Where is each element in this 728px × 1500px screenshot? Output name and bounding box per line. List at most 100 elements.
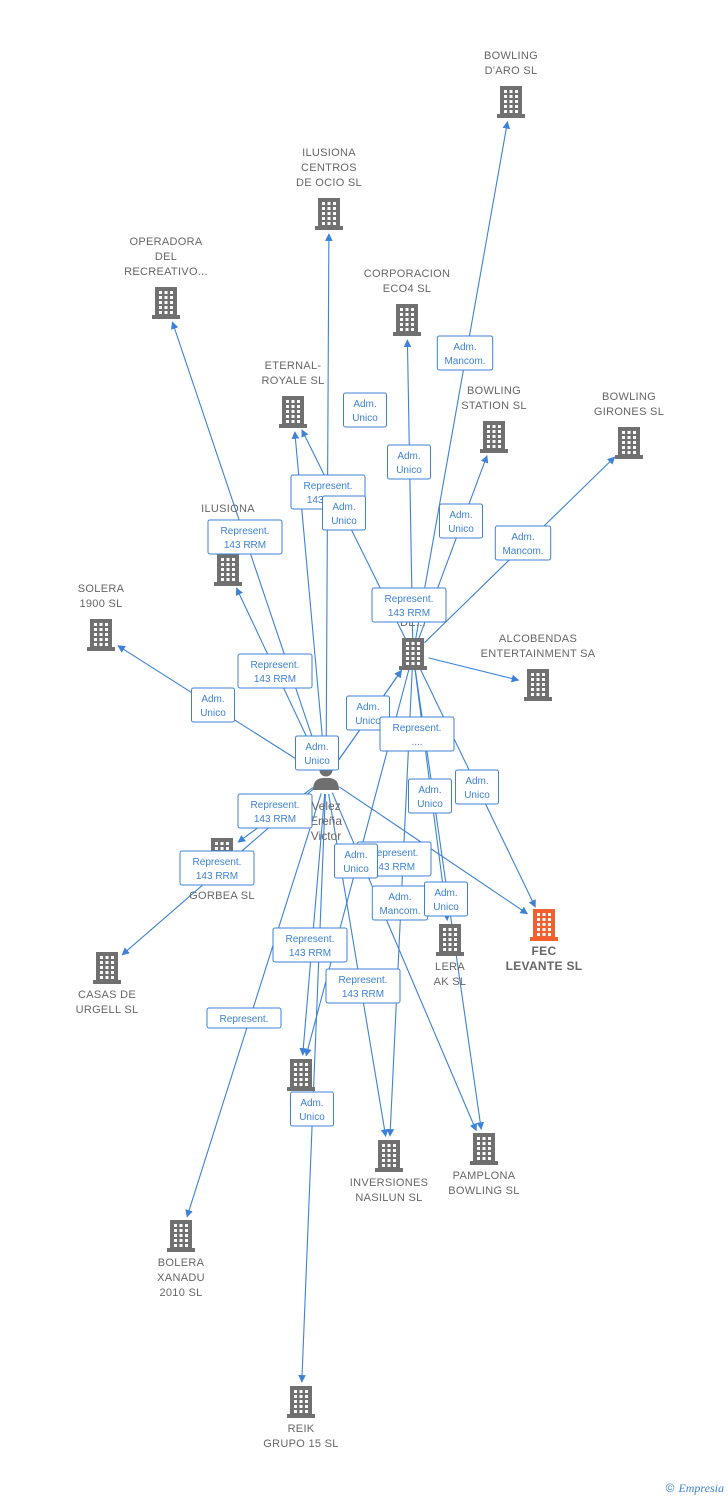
- edge-label-center_de-inversiones[interactable]: Represent.143 RRM: [325, 968, 401, 1004]
- edge-label-center_de-eternal[interactable]: Adm. Unico: [322, 495, 366, 531]
- node-label-line: BOLERA: [158, 1257, 205, 1269]
- edge-label-text: Adm.: [332, 502, 355, 513]
- node-label-line: BOWLING SL: [448, 1185, 519, 1197]
- edge-label-p-pamplona[interactable]: Adm.Mancom.: [371, 885, 429, 921]
- building-icon: [152, 287, 180, 319]
- edge-label-text: Unico: [396, 465, 422, 476]
- edge-label-p-bolera_xanadu[interactable]: Represent.: [206, 1007, 282, 1029]
- edge-label-text: Unico: [448, 524, 474, 535]
- edge-label-text: Represent.: [251, 660, 300, 671]
- edge-label-center_de-pamplona[interactable]: Adm.Unico: [424, 881, 468, 917]
- edge-label-p-casas_urgell[interactable]: Represent.143 RRM: [237, 793, 313, 829]
- building-icon: [287, 1386, 315, 1418]
- edge-label-text: Adm.: [305, 742, 328, 753]
- edge-label-text: Unico: [299, 1112, 325, 1123]
- node-label-line: URGELL SL: [76, 1004, 139, 1016]
- edge-label-text: 143 RRM: [388, 608, 430, 619]
- edge-label-text: Unico: [417, 799, 443, 810]
- node-center-de[interactable]: DE...: [399, 617, 427, 670]
- brand-logo-text[interactable]: Empresia: [678, 1481, 724, 1495]
- edge-label-center_de-bolera_ak[interactable]: Adm.Unico: [408, 778, 452, 814]
- edge-label-center_de-bowling_girones[interactable]: Adm.Mancom.: [494, 525, 552, 561]
- edge-label-center_de-fec_levante[interactable]: Adm.Unico: [455, 769, 499, 805]
- node-label-line: CENTROS: [301, 162, 357, 174]
- edge-line-center_de-bowling_daro: [415, 120, 511, 639]
- node-label-line: BOWLING: [467, 385, 521, 397]
- node-label-line: PAMPLONA: [453, 1170, 516, 1182]
- edge-label-p-center_de[interactable]: Adm.Unico: [346, 695, 390, 731]
- edge-label-text: Represent.: [193, 857, 242, 868]
- edge-label-text: 143 RRM: [373, 862, 415, 873]
- building-icon: [167, 1220, 195, 1252]
- edge-label-center_de-alcobendas[interactable]: Represent.....: [379, 716, 455, 752]
- node-pamplona[interactable]: PAMPLONA BOWLING SL: [448, 1133, 519, 1197]
- building-icon: [87, 619, 115, 651]
- building-icon: [93, 952, 121, 984]
- node-label-line: BOWLING: [484, 50, 538, 62]
- node-label-line: DEL: [155, 251, 177, 263]
- edge-label-text: Unico: [331, 516, 357, 527]
- edge-label-p-operadora[interactable]: Represent.143 RRM: [207, 519, 283, 555]
- node-label-line: REIK: [288, 1423, 315, 1435]
- person-name-line: Ereña: [310, 814, 342, 828]
- node-eternal[interactable]: ETERNAL-ROYALE SL: [261, 360, 324, 428]
- edge-label-text: Adm.: [300, 1098, 323, 1109]
- edge-label-text: Unico: [200, 708, 226, 719]
- edge-label-text: Adm.: [344, 850, 367, 861]
- edge-label-center_de-bowling_daro[interactable]: Adm.Mancom.: [436, 335, 494, 371]
- edge-label-text: Represent.: [385, 594, 434, 605]
- footer: ©Empresia: [666, 1481, 724, 1496]
- node-bowling-girones[interactable]: BOWLING GIRONES SL: [594, 391, 664, 459]
- edge-label-text: Adm.: [201, 694, 224, 705]
- edge-label-p-ilusiona_ocio[interactable]: Adm.Unico: [343, 392, 387, 428]
- node-label-line: FEC: [532, 944, 557, 958]
- edge-label-p-ilusiona_j[interactable]: Represent. 143 RRM: [237, 653, 313, 689]
- person-name-line: Velez: [311, 799, 340, 813]
- edge-label-text: Adm.: [511, 532, 534, 543]
- edge-label-p-rec[interactable]: Represent.143 RRM: [272, 927, 348, 963]
- edge-label-p-reik[interactable]: Adm.Unico: [295, 735, 339, 771]
- edge-label-center_de-corporacion[interactable]: Adm.Unico: [387, 444, 431, 480]
- node-label-line: ETERNAL-: [265, 360, 322, 372]
- edge-label-p-solera[interactable]: Adm. Unico: [191, 687, 235, 723]
- edge-label-text: Adm.: [449, 510, 472, 521]
- edge-label-center_de-bowling_station[interactable]: Adm. Unico: [439, 503, 483, 539]
- node-label-line: ILUSIONA: [201, 503, 255, 515]
- person-name-line: Victor: [311, 829, 341, 843]
- edge-label-text: 143 RRM: [196, 871, 238, 882]
- edge-label-text: Represent.: [220, 1014, 269, 1025]
- node-label-line: ALCOBENDAS: [499, 633, 577, 645]
- edge-label-text: Adm.: [353, 399, 376, 410]
- node-label-line: BOWLING: [602, 391, 656, 403]
- edge-label-p-bolera_gorbea[interactable]: Represent. 143 RRM: [179, 850, 255, 886]
- building-icon: [470, 1133, 498, 1165]
- edge-label-text: Represent.: [286, 934, 335, 945]
- edge-label-center_de-rec[interactable]: Adm. Unico: [290, 1091, 334, 1127]
- node-label-line: XANADU: [157, 1272, 205, 1284]
- edge-label-text: 143 RRM: [254, 674, 296, 685]
- edge-line-p-bolera_xanadu: [185, 793, 322, 1218]
- building-icon: [393, 304, 421, 336]
- edge-label-text: Unico: [433, 902, 459, 913]
- edge-label-p-inversiones[interactable]: Adm.Unico: [334, 843, 378, 879]
- node-label-line: GIRONES SL: [594, 406, 664, 418]
- node-label-line: NASILUN SL: [355, 1192, 422, 1204]
- node-operadora[interactable]: OPERADORADELRECREATIVO...: [124, 236, 208, 319]
- edge-label-p-center_de[interactable]: Represent. 143 RRM: [371, 587, 447, 623]
- edge-label-text: Represent.: [304, 481, 353, 492]
- building-icon: [315, 198, 343, 230]
